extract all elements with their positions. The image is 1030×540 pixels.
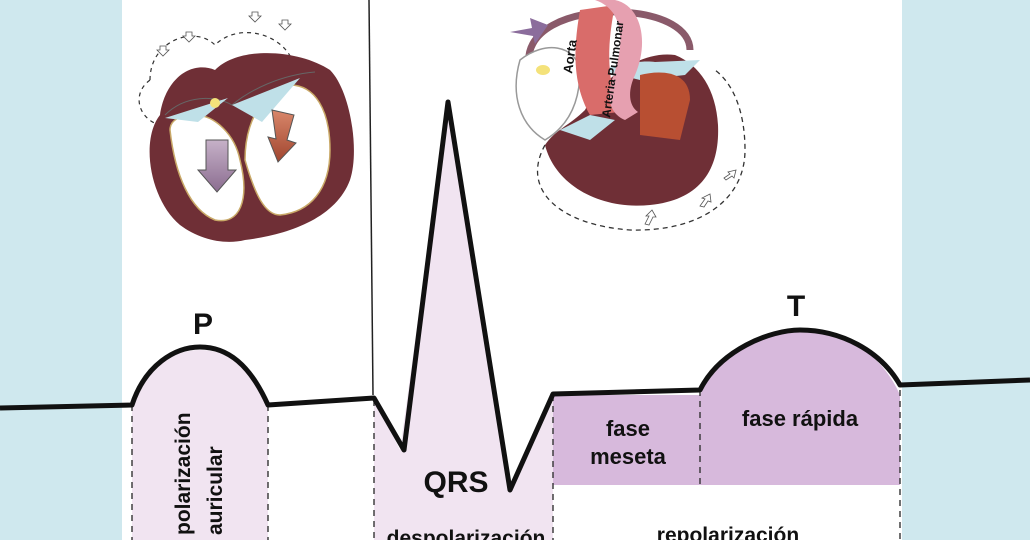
qrs-label: QRS — [423, 466, 488, 499]
atrial-phase-label-2: auricular — [204, 446, 227, 535]
p-wave-label: P — [193, 308, 213, 341]
aorta-label: Aorta — [560, 38, 580, 74]
rapid-phase-area — [700, 330, 900, 485]
qrs-area — [374, 102, 553, 540]
heart-ventricular-diastole-illustration: Aorta Arteria Pulmonar — [510, 0, 746, 231]
divider-line — [368, 0, 374, 396]
plateau-label-2: meseta — [590, 444, 667, 469]
rapid-phase-label: fase rápida — [742, 406, 859, 431]
atrial-phase-label-1: polarización — [172, 412, 195, 535]
plateau-label-1: fase — [606, 416, 650, 441]
depolarization-label: despolarización — [387, 527, 546, 540]
heart-atrial-systole-illustration — [138, 11, 354, 242]
t-wave-label: T — [787, 290, 805, 323]
ecg-trace — [0, 99, 1030, 493]
repolarization-label: repolarización — [657, 524, 799, 540]
plateau-phase-area — [553, 395, 700, 485]
atrial-depolarization-area — [132, 350, 268, 540]
